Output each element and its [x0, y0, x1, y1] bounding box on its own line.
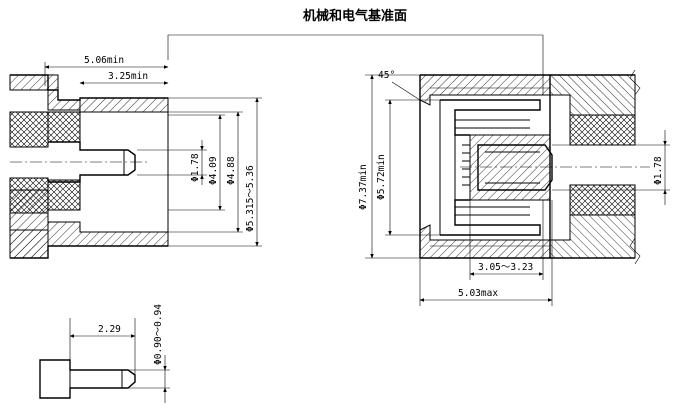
dim-phi-0.90-0.94: Φ0.90～0.94 [153, 304, 164, 365]
dim-phi-5.72min: Φ5.72min [376, 154, 387, 200]
dim-5.03max: 5.03max [458, 288, 498, 299]
dim-3.05-3.23: 3.05～3.23 [478, 262, 533, 273]
dim-phi-4.88: Φ4.88 [226, 156, 237, 185]
diagram-title: 机械和电气基准面 [303, 8, 407, 24]
dim-3.25min: 3.25min [108, 71, 148, 82]
right-connector-section [419, 69, 650, 265]
pin-detail [39, 359, 136, 399]
dim-phi-7.37min: Φ7.37min [358, 164, 369, 210]
dim-phi-4.09: Φ4.09 [208, 156, 219, 185]
left-connector-section [9, 74, 169, 259]
dim-5.06min: 5.06min [84, 55, 124, 66]
dim-phi-5.315-5.36: Φ5.315～5.36 [245, 165, 256, 232]
reference-plane-leader [167, 34, 544, 95]
dim-phi-1.78-left: Φ1.78 [190, 153, 201, 182]
dim-2.29: 2.29 [98, 324, 121, 335]
dim-angle-45: 45° [378, 70, 395, 81]
dim-phi-1.78-right: Φ1.78 [653, 156, 664, 185]
